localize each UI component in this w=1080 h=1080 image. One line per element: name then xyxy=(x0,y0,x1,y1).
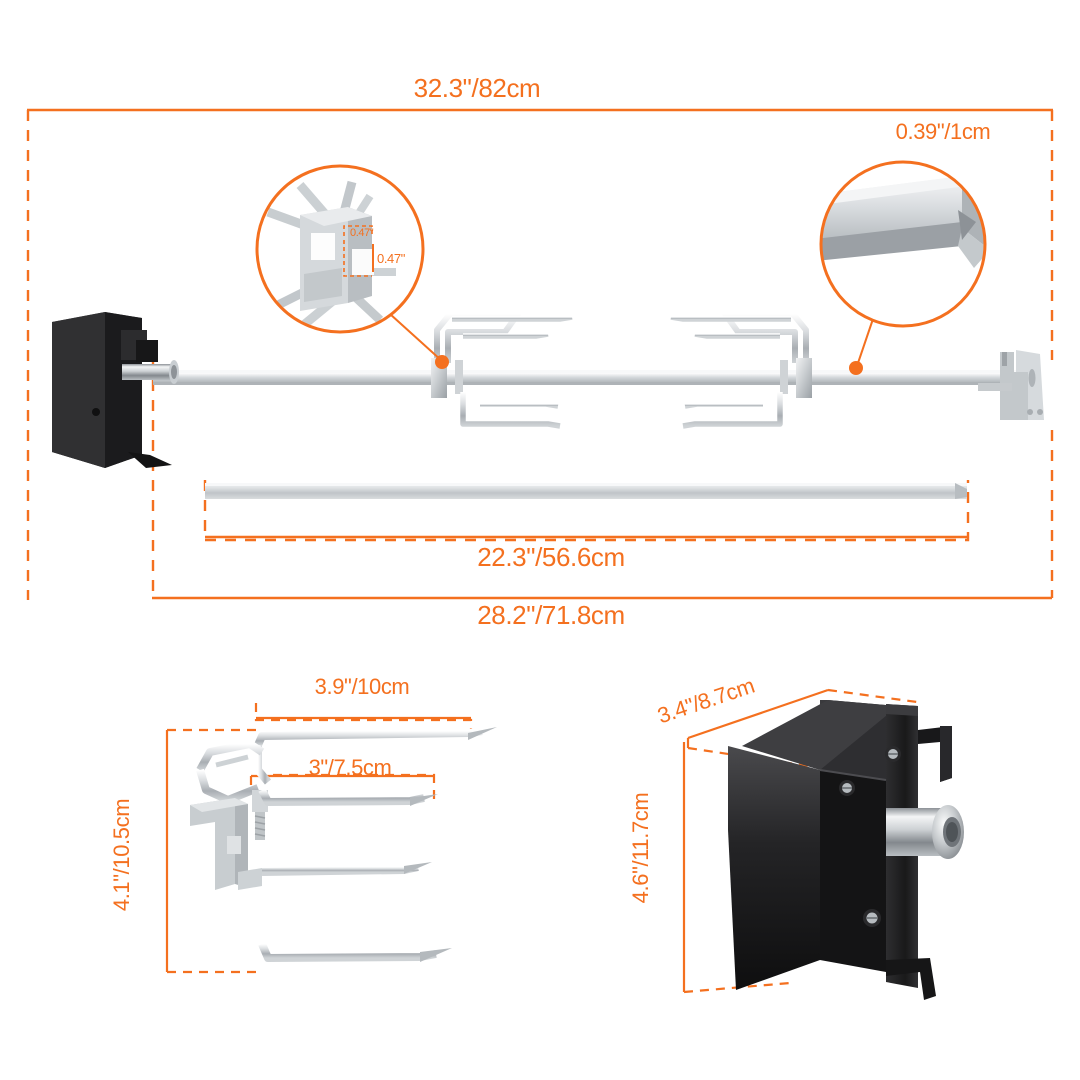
magnifier-circle-right xyxy=(819,160,987,328)
callout-anchor-dot-left xyxy=(435,355,449,369)
label-collar-width: 0.47" xyxy=(350,227,374,239)
magnifier-circle-left xyxy=(255,164,425,334)
label-rod-thickness: 0.39"/1cm xyxy=(895,119,991,144)
label-overall-length: 32.3"/82cm xyxy=(413,73,541,103)
collar-width-dim xyxy=(343,225,373,236)
main-dimension-frame xyxy=(26,108,1054,600)
label-motor-height: 4.6"/11.7cm xyxy=(628,792,653,904)
label-fork-short-prong: 3"/7.5cm xyxy=(308,755,392,780)
label-fork-long-prong: 3.9"/10cm xyxy=(314,674,410,699)
callout-fork-collar xyxy=(255,164,449,369)
motor-detail-drawing xyxy=(728,700,964,1000)
motor-depth-line xyxy=(687,688,829,740)
end-bracket-main xyxy=(978,350,1044,420)
flat-bar-dimension-box xyxy=(203,480,970,542)
flat-bar-main xyxy=(205,483,967,499)
fork-detail-drawing xyxy=(190,727,497,962)
motor-assembly-main xyxy=(52,312,179,468)
label-collar-height: 0.47" xyxy=(377,251,405,266)
collar-height-dim xyxy=(343,240,372,277)
callout-spit-rod xyxy=(819,160,987,375)
callout-leader-line-right xyxy=(856,315,875,367)
callout-anchor-dot-right xyxy=(849,361,863,375)
motor-depth-top-extension xyxy=(827,688,918,704)
label-flat-bar-length: 22.3"/56.6cm xyxy=(477,542,625,572)
label-spit-rod-length: 28.2"/71.8cm xyxy=(477,600,625,630)
label-fork-height: 4.1"/10.5cm xyxy=(109,798,134,912)
fork-left-main xyxy=(431,311,573,429)
fork-right-main xyxy=(670,311,812,429)
spit-rod xyxy=(153,370,1033,385)
fork-detail-dimension-frame xyxy=(165,703,473,974)
